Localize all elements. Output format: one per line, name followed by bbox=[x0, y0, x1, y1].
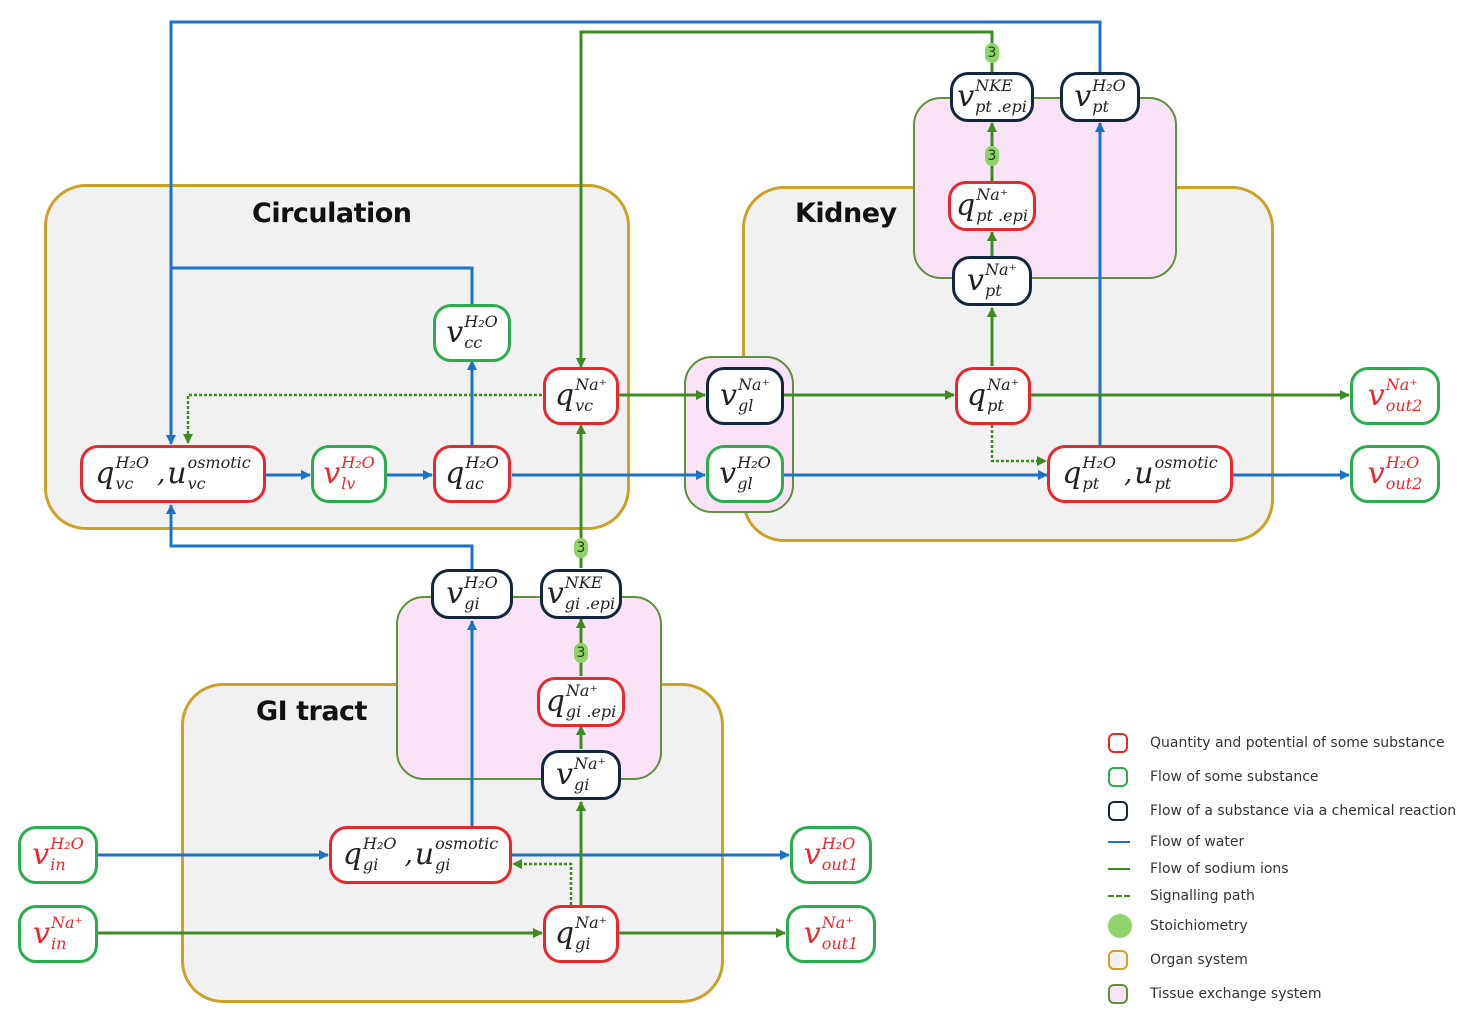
organ-title-circulation: Circulation bbox=[252, 198, 412, 229]
stoichiometry-gi-mid: 3 bbox=[574, 643, 588, 663]
legend-stoichiometry-dot bbox=[1108, 914, 1132, 938]
legend-item-organ: Organ system bbox=[1108, 943, 1458, 977]
wire-water-top-loop bbox=[166, 20, 1102, 445]
stoichiometry-gi-top: 3 bbox=[574, 538, 588, 558]
legend-sodium-line bbox=[1108, 867, 1130, 870]
stoichiometry-kidney-top: 3 bbox=[985, 43, 999, 63]
wire-water-vcc-to-qvc bbox=[171, 266, 474, 305]
legend-item-tissue: Tissue exchange system bbox=[1108, 977, 1458, 1011]
legend-organ-swatch bbox=[1108, 950, 1128, 970]
legend-signal-dash bbox=[1108, 894, 1130, 897]
wire-na-vptnke-to-qvc bbox=[576, 30, 994, 368]
legend-reaction-swatch bbox=[1108, 801, 1128, 821]
legend-flow-swatch bbox=[1108, 767, 1128, 787]
wire-signal-qptna-to-qpth2o bbox=[990, 425, 1047, 466]
legend-item-water: Flow of water bbox=[1108, 828, 1458, 855]
legend-item-stoichiometry: Stoichiometry bbox=[1108, 909, 1458, 943]
organ-title-kidney: Kidney bbox=[795, 198, 897, 229]
legend-item-quantity: Quantity and potential of some substance bbox=[1108, 726, 1458, 760]
legend-item-reaction: Flow of a substance via a chemical react… bbox=[1108, 794, 1458, 828]
stoichiometry-kidney-mid: 3 bbox=[985, 146, 999, 166]
legend-quantity-swatch bbox=[1108, 733, 1128, 753]
legend-item-sodium: Flow of sodium ions bbox=[1108, 855, 1458, 882]
legend-water-line bbox=[1108, 840, 1130, 843]
wire-signal-qgina-to-qgih2o bbox=[512, 859, 573, 905]
wire-water-vgi-to-qvc bbox=[166, 504, 474, 569]
legend-item-signal: Signalling path bbox=[1108, 882, 1458, 909]
organ-title-gi-tract: GI tract bbox=[256, 696, 367, 727]
wire-signal-qvcna-to-qvch2o bbox=[183, 393, 542, 444]
legend: Quantity and potential of some substance… bbox=[1108, 726, 1458, 1011]
legend-tissue-swatch bbox=[1108, 984, 1128, 1004]
legend-item-flow: Flow of some substance bbox=[1108, 760, 1458, 794]
